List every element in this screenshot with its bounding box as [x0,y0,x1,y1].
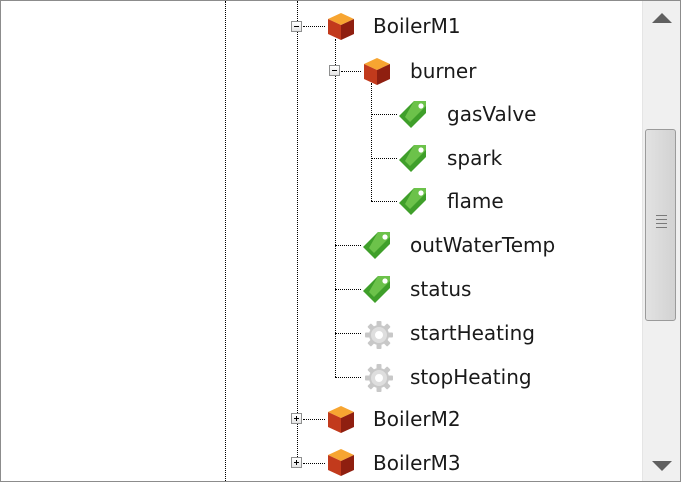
tree-line [371,201,397,202]
tree-node-label[interactable]: burner [410,59,477,83]
tree-line [335,39,336,377]
cube-icon [328,449,354,476]
tree-line [303,26,325,27]
tree-view: BoilerM1 burner gasValve [1,1,642,481]
tree-line [371,114,397,115]
tree-line [335,289,361,290]
collapse-toggle-boilerm1[interactable] [291,21,302,32]
scrollbar-thumb[interactable] [645,129,676,321]
cube-icon [328,13,354,40]
tree-node-label[interactable]: outWaterTemp [410,233,556,257]
tag-icon [399,145,426,172]
grip-line [656,227,667,228]
tree-node-label[interactable]: startHeating [410,321,535,345]
expand-toggle-boilerm2[interactable] [291,413,302,424]
collapse-toggle-burner[interactable] [329,65,340,76]
tree-line [303,463,325,464]
cube-icon [328,406,354,433]
tree-line [335,333,361,334]
tree-line [297,1,298,467]
tree-line [335,377,361,378]
tree-node-label[interactable]: BoilerM2 [373,407,461,431]
grip-line [656,219,667,220]
tree-node-label[interactable]: status [410,277,472,301]
tree-line [371,158,397,159]
tree-node-label[interactable]: spark [447,146,503,170]
scroll-up-arrow-icon[interactable] [652,13,672,23]
tree-line [341,71,361,72]
tree-line [303,419,325,420]
vertical-scrollbar[interactable] [642,1,680,481]
gear-icon [365,321,393,349]
tree-node-label[interactable]: BoilerM3 [373,451,461,475]
grip-line [656,223,667,224]
tree-node-label[interactable]: BoilerM1 [373,14,461,38]
gear-icon [365,364,393,392]
tag-icon [399,101,426,128]
tree-node-label[interactable]: gasValve [447,102,537,126]
tree-line [335,245,361,246]
tag-icon [399,188,426,215]
tag-icon [363,232,390,259]
expand-toggle-boilerm3[interactable] [291,457,302,468]
grip-line [656,215,667,216]
tree-node-label[interactable]: stopHeating [410,365,532,389]
tree-line [371,83,372,201]
scroll-down-arrow-icon[interactable] [652,461,672,471]
tree-line [225,1,226,481]
cube-icon [364,58,390,85]
tag-icon [363,276,390,303]
tree-node-label[interactable]: flame [447,189,504,213]
